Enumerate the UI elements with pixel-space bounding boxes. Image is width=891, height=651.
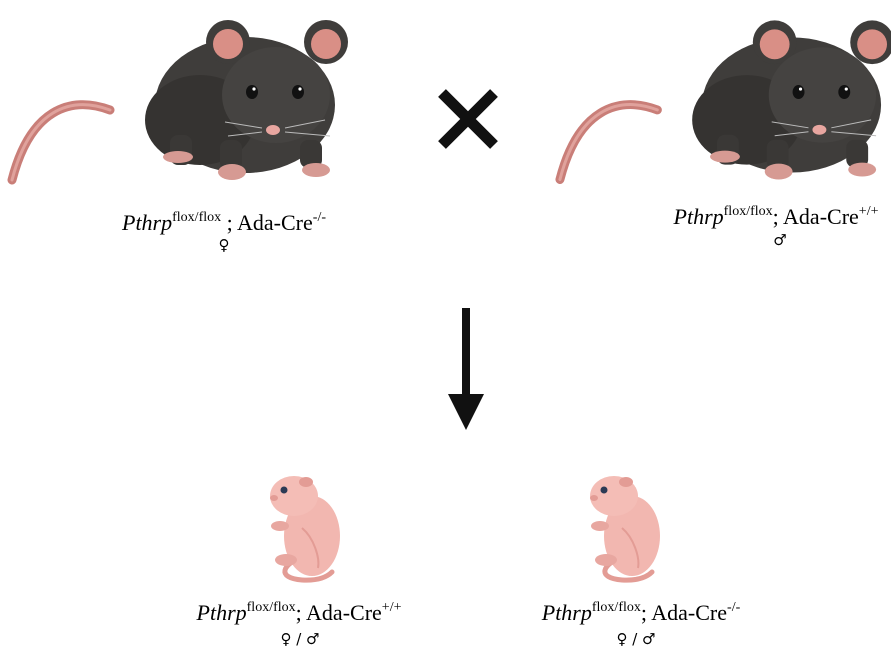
- offspring-2-cre-name: Ada-Cre: [651, 600, 727, 625]
- male-gene-name: Pthrp: [674, 204, 724, 229]
- female-gene-allele: flox/flox: [172, 210, 221, 225]
- female-parent-genotype-label: Pthrpflox/flox ; Ada-Cre-/-: [112, 212, 336, 234]
- male-adult-mouse-icon: [548, 0, 891, 190]
- male-sex-symbol: ♂: [768, 233, 792, 248]
- female-cre-name: Ada-Cre: [237, 210, 313, 235]
- offspring-2-cre-allele: -/-: [727, 600, 740, 615]
- male-parent-genotype-label: Pthrpflox/flox; Ada-Cre+/+: [664, 206, 888, 228]
- male-cre-name: Ada-Cre: [783, 204, 859, 229]
- offspring-1-gene-allele: flox/flox: [247, 600, 296, 615]
- male-separator: ;: [773, 204, 783, 229]
- cross-x-icon: [436, 87, 500, 151]
- female-adult-mouse-icon: [0, 0, 345, 190]
- female-separator: ;: [221, 210, 237, 235]
- female-gene-name: Pthrp: [122, 210, 172, 235]
- offspring-1-genotype-label: Pthrpflox/flox; Ada-Cre+/+: [183, 602, 415, 624]
- offspring-2-separator: ;: [641, 600, 651, 625]
- offspring-1-sex-symbols: ♀ / ♂: [268, 632, 332, 647]
- offspring-2-genotype-label: Pthrpflox/flox; Ada-Cre-/-: [525, 602, 757, 624]
- offspring-1-cre-name: Ada-Cre: [306, 600, 382, 625]
- offspring-1-cre-allele: +/+: [382, 600, 402, 615]
- offspring-1-gene-name: Pthrp: [197, 600, 247, 625]
- female-sex-symbol: ♀: [214, 238, 234, 253]
- down-arrow-icon: [446, 308, 486, 432]
- female-cre-allele: -/-: [313, 210, 326, 225]
- offspring-2-gene-allele: flox/flox: [592, 600, 641, 615]
- offspring-2-sex-symbols: ♀ / ♂: [604, 632, 668, 647]
- offspring-2-gene-name: Pthrp: [542, 600, 592, 625]
- offspring-pup-1-icon: [262, 468, 346, 588]
- offspring-pup-2-icon: [582, 468, 666, 588]
- offspring-1-separator: ;: [296, 600, 306, 625]
- male-cre-allele: +/+: [859, 204, 879, 219]
- male-gene-allele: flox/flox: [724, 204, 773, 219]
